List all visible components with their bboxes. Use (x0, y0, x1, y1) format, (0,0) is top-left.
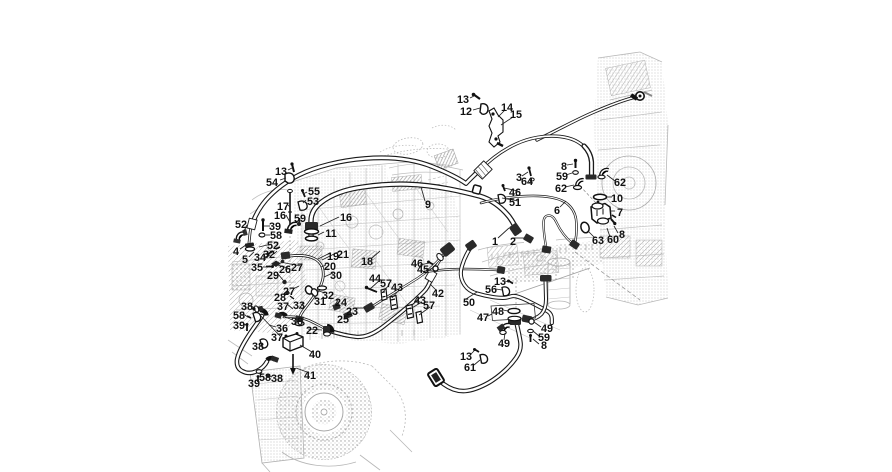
svg-text:59: 59 (294, 213, 306, 225)
svg-text:58: 58 (233, 310, 245, 322)
svg-text:9: 9 (425, 199, 431, 211)
svg-text:58: 58 (259, 372, 271, 384)
svg-text:53: 53 (307, 196, 319, 208)
svg-text:58: 58 (270, 230, 282, 242)
svg-text:46: 46 (411, 258, 423, 270)
svg-text:38: 38 (291, 316, 303, 328)
svg-text:54: 54 (266, 177, 278, 189)
svg-text:36: 36 (276, 323, 288, 335)
svg-text:22: 22 (306, 325, 318, 337)
svg-text:39: 39 (248, 378, 260, 390)
svg-text:16: 16 (274, 210, 286, 222)
svg-text:29: 29 (267, 270, 279, 282)
svg-text:52: 52 (267, 240, 279, 252)
svg-text:8: 8 (541, 340, 547, 352)
svg-text:26: 26 (279, 264, 291, 276)
svg-text:33: 33 (293, 300, 305, 312)
svg-text:43: 43 (414, 295, 426, 307)
svg-text:56: 56 (485, 284, 497, 296)
svg-text:57: 57 (380, 278, 392, 290)
svg-text:25: 25 (337, 314, 349, 326)
svg-text:62: 62 (614, 177, 626, 189)
svg-text:12: 12 (460, 106, 472, 118)
svg-text:5: 5 (242, 254, 248, 266)
svg-text:46: 46 (509, 187, 521, 199)
svg-text:63: 63 (592, 235, 604, 247)
svg-text:8: 8 (561, 161, 567, 173)
svg-text:59: 59 (538, 332, 550, 344)
svg-text:39: 39 (269, 221, 281, 233)
svg-text:55: 55 (308, 186, 320, 198)
svg-text:28: 28 (274, 292, 286, 304)
svg-text:30: 30 (330, 270, 342, 282)
svg-text:14: 14 (501, 102, 513, 114)
svg-text:24: 24 (335, 297, 347, 309)
svg-text:2: 2 (510, 236, 516, 248)
svg-text:64: 64 (521, 176, 533, 188)
svg-text:23: 23 (346, 306, 358, 318)
svg-text:45: 45 (417, 264, 429, 276)
svg-text:17: 17 (277, 201, 289, 213)
svg-text:19: 19 (327, 251, 339, 263)
svg-text:13: 13 (457, 94, 469, 106)
svg-text:60: 60 (607, 234, 619, 246)
svg-text:32: 32 (263, 249, 275, 261)
svg-text:61: 61 (464, 362, 476, 374)
svg-text:57: 57 (423, 300, 435, 312)
svg-text:62: 62 (555, 183, 567, 195)
svg-text:59: 59 (556, 171, 568, 183)
svg-text:13: 13 (494, 276, 506, 288)
svg-text:18: 18 (361, 256, 373, 268)
svg-text:27: 27 (291, 262, 303, 274)
svg-text:21: 21 (337, 249, 349, 261)
svg-text:50: 50 (463, 297, 475, 309)
svg-text:38: 38 (241, 301, 253, 313)
svg-text:31: 31 (314, 296, 326, 308)
svg-text:37: 37 (271, 332, 283, 344)
svg-text:3: 3 (516, 172, 522, 184)
svg-text:10: 10 (611, 193, 623, 205)
svg-text:1: 1 (492, 236, 498, 248)
svg-text:38: 38 (252, 341, 264, 353)
svg-text:49: 49 (498, 338, 510, 350)
svg-text:44: 44 (369, 273, 381, 285)
svg-text:37: 37 (277, 301, 289, 313)
svg-text:8: 8 (619, 229, 625, 241)
svg-text:43: 43 (391, 282, 403, 294)
svg-text:51: 51 (509, 197, 521, 209)
svg-text:35: 35 (251, 262, 263, 274)
svg-text:4: 4 (233, 246, 239, 258)
svg-text:49: 49 (541, 323, 553, 335)
svg-text:20: 20 (324, 261, 336, 273)
svg-text:42: 42 (432, 288, 444, 300)
svg-text:6: 6 (554, 205, 560, 217)
svg-text:34: 34 (254, 252, 266, 264)
svg-text:48: 48 (492, 306, 504, 318)
svg-text:39: 39 (233, 320, 245, 332)
svg-text:47: 47 (477, 312, 489, 324)
svg-text:27: 27 (283, 286, 295, 298)
svg-text:16: 16 (340, 212, 352, 224)
svg-text:52: 52 (235, 219, 247, 231)
svg-text:11: 11 (325, 228, 336, 240)
svg-text:40: 40 (309, 349, 321, 361)
svg-text:41: 41 (304, 370, 316, 382)
svg-text:32: 32 (322, 290, 334, 302)
svg-text:15: 15 (510, 109, 522, 121)
svg-text:13: 13 (275, 166, 287, 178)
svg-text:38: 38 (271, 373, 283, 385)
svg-text:7: 7 (617, 207, 623, 219)
svg-text:13: 13 (460, 351, 472, 363)
